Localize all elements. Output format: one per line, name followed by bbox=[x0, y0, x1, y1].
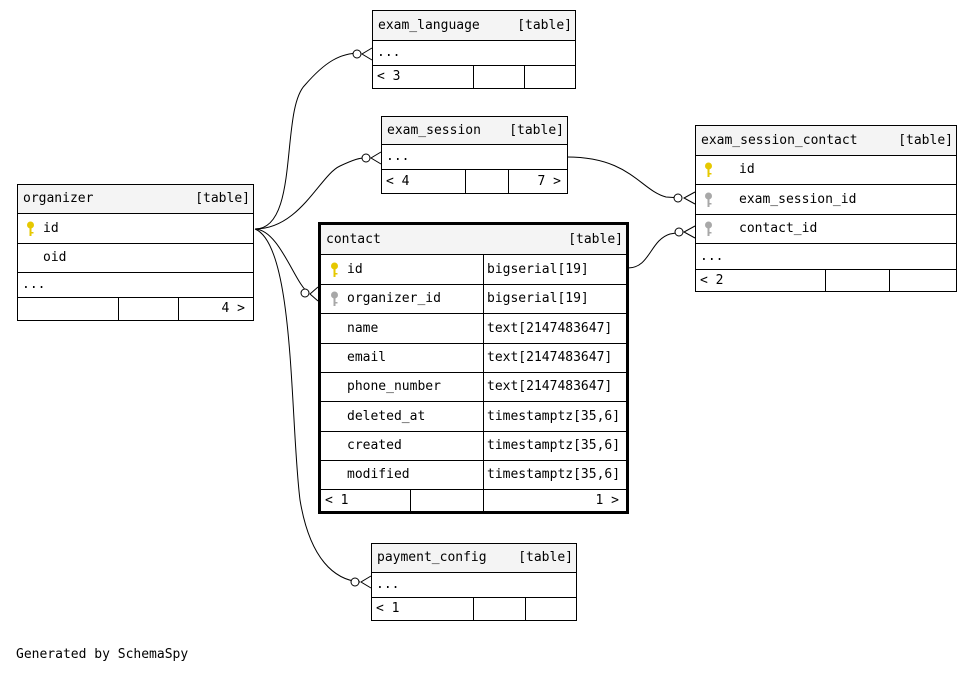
column-row: phone_number text[2147483647] bbox=[321, 373, 626, 402]
column-name: created bbox=[347, 437, 402, 453]
table-footer: < 1 bbox=[372, 598, 576, 620]
column-row: oid bbox=[18, 244, 253, 273]
column-type: text[2147483647] bbox=[487, 349, 613, 365]
edge-organizer-exam-session bbox=[254, 157, 365, 230]
column-name: email bbox=[347, 349, 387, 365]
column-name: phone_number bbox=[347, 378, 441, 394]
footer-children-count: 4 > bbox=[221, 300, 245, 316]
column-row: organizer_id bigserial[19] bbox=[321, 285, 626, 314]
column-row: name text[2147483647] bbox=[321, 314, 626, 344]
table-name: exam_language bbox=[378, 17, 480, 33]
table-exam-session[interactable]: exam_session [table] ... < 4 7 > bbox=[381, 116, 568, 194]
table-header: payment_config [table] bbox=[372, 544, 576, 573]
table-type-tag: [table] bbox=[898, 132, 953, 148]
edge-organizer-exam-language bbox=[254, 52, 361, 230]
table-exam-language[interactable]: exam_language [table] ... < 3 bbox=[372, 10, 576, 89]
column-name: name bbox=[347, 320, 379, 336]
table-header: contact [table] bbox=[321, 225, 626, 255]
column-row: created timestamptz[35,6] bbox=[321, 432, 626, 461]
column-row: id bigserial[19] bbox=[321, 255, 626, 285]
edge-contact-exam-session-contact bbox=[627, 231, 683, 269]
table-type-tag: [table] bbox=[517, 17, 572, 33]
column-type: timestamptz[35,6] bbox=[487, 408, 621, 424]
column-name: exam_session_id bbox=[739, 191, 857, 207]
column-row: id bbox=[696, 156, 956, 185]
table-header: exam_language [table] bbox=[373, 11, 575, 41]
table-footer: 4 > bbox=[18, 298, 253, 320]
foreign-key-icon bbox=[705, 221, 712, 236]
more-columns-row: ... bbox=[696, 244, 956, 270]
primary-key-icon bbox=[705, 162, 712, 177]
column-row: email text[2147483647] bbox=[321, 344, 626, 373]
column-type: text[2147483647] bbox=[487, 378, 613, 394]
column-row: contact_id bbox=[696, 215, 956, 244]
column-name: id bbox=[739, 161, 755, 177]
column-name: contact_id bbox=[739, 220, 818, 236]
table-footer: < 4 7 > bbox=[382, 170, 567, 193]
edge-organizer-payment-config bbox=[254, 228, 361, 583]
foreign-key-icon bbox=[331, 291, 338, 306]
footer-parents-count: < 2 bbox=[700, 272, 724, 288]
column-type: bigserial[19] bbox=[487, 261, 589, 277]
table-header: exam_session_contact [table] bbox=[696, 126, 956, 156]
column-row: modified timestamptz[35,6] bbox=[321, 461, 626, 490]
table-payment-config[interactable]: payment_config [table] ... < 1 bbox=[371, 543, 577, 621]
column-row: id bbox=[18, 214, 253, 244]
footer-children-count: 1 > bbox=[595, 492, 619, 508]
primary-key-icon bbox=[331, 262, 338, 277]
foreign-key-icon bbox=[705, 192, 712, 207]
more-columns-row: ... bbox=[382, 145, 567, 170]
table-type-tag: [table] bbox=[195, 190, 250, 206]
table-name: exam_session bbox=[387, 122, 481, 138]
footer-children-count: 7 > bbox=[537, 173, 561, 189]
more-columns-row: ... bbox=[18, 273, 253, 298]
primary-key-icon bbox=[27, 221, 34, 236]
table-name: payment_config bbox=[377, 549, 487, 565]
table-exam-session-contact[interactable]: exam_session_contact [table] id exam_ses… bbox=[695, 125, 957, 292]
more-columns-row: ... bbox=[373, 41, 575, 66]
generated-by-footer: Generated by SchemaSpy bbox=[16, 647, 189, 662]
column-name: oid bbox=[43, 249, 67, 265]
table-type-tag: [table] bbox=[568, 231, 623, 247]
more-columns-row: ... bbox=[372, 573, 576, 598]
edge-organizer-contact bbox=[254, 228, 310, 294]
table-name: exam_session_contact bbox=[701, 132, 858, 148]
footer-parents-count: < 3 bbox=[377, 68, 401, 84]
column-type: timestamptz[35,6] bbox=[487, 466, 621, 482]
footer-parents-count: < 4 bbox=[386, 173, 410, 189]
column-name: deleted_at bbox=[347, 408, 426, 424]
table-type-tag: [table] bbox=[509, 122, 564, 138]
table-footer: < 1 1 > bbox=[321, 490, 626, 511]
column-name: id bbox=[347, 261, 363, 277]
table-name: organizer bbox=[23, 190, 94, 206]
table-organizer[interactable]: organizer [table] id oid ... 4 > bbox=[17, 184, 254, 321]
table-type-tag: [table] bbox=[518, 549, 573, 565]
column-row: exam_session_id bbox=[696, 185, 956, 215]
column-type: timestamptz[35,6] bbox=[487, 437, 621, 453]
column-row: deleted_at timestamptz[35,6] bbox=[321, 402, 626, 432]
table-header: organizer [table] bbox=[18, 185, 253, 214]
table-footer: < 2 bbox=[696, 270, 956, 291]
table-name: contact bbox=[326, 231, 381, 247]
table-header: exam_session [table] bbox=[382, 117, 567, 145]
table-contact[interactable]: contact [table] id bigserial[19] organiz… bbox=[318, 222, 629, 514]
column-type: text[2147483647] bbox=[487, 320, 613, 336]
footer-parents-count: < 1 bbox=[325, 492, 349, 508]
edge-exam-session-contact bbox=[566, 156, 682, 199]
column-name: modified bbox=[347, 466, 410, 482]
table-footer: < 3 bbox=[373, 66, 575, 88]
column-name: id bbox=[43, 220, 59, 236]
column-name: organizer_id bbox=[347, 290, 441, 306]
footer-parents-count: < 1 bbox=[376, 600, 400, 616]
column-type: bigserial[19] bbox=[487, 290, 589, 306]
